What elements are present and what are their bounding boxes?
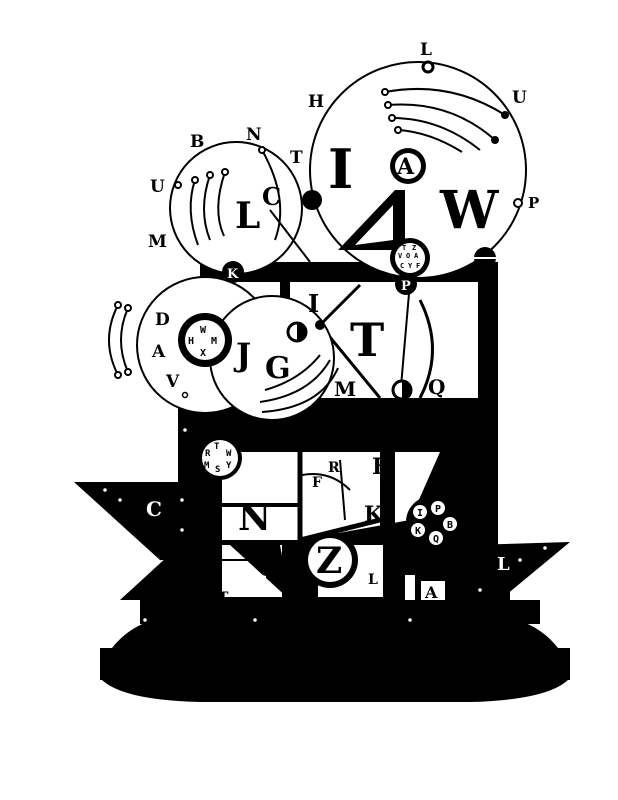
letter-t-top: T	[290, 148, 303, 168]
cluster-ipbkq-letters: I P B K Q	[411, 501, 457, 545]
letter-b: B	[190, 132, 204, 152]
badge-k	[222, 261, 244, 283]
letter-u-top: U	[512, 88, 527, 108]
letter-l-top: L	[420, 40, 432, 60]
letter-n-top: N	[246, 125, 262, 145]
letter-u-left: U	[150, 177, 165, 197]
letter-n-big: N	[238, 497, 271, 539]
letter-a-badge: A	[396, 154, 415, 180]
cluster-rtwmsy-r: R	[205, 449, 211, 459]
cluster-ipbkq-k: K	[415, 526, 421, 537]
letter-l-wing: L	[497, 554, 510, 575]
cluster-rtwmsy-s: S	[215, 465, 220, 475]
circuit-dots	[101, 391, 549, 624]
pedestal	[100, 600, 570, 702]
letter-a-left: A	[151, 342, 166, 362]
badge-p	[395, 273, 417, 295]
letter-r: R	[328, 460, 340, 476]
letter-w-big: W	[439, 180, 500, 241]
letter-k-badge: K	[227, 267, 239, 282]
letter-p-badge: P	[401, 279, 411, 294]
letter-v-left: V	[165, 372, 180, 392]
letter-q-frame: Q	[428, 375, 445, 399]
cluster-vac-t: T	[402, 244, 406, 252]
letter-h-top: H	[308, 92, 324, 112]
cluster-rtwmsy-t: T	[214, 442, 220, 452]
cluster-vac-y: Y	[408, 262, 413, 270]
letter-h-low: H	[372, 454, 393, 480]
cluster-hwmx-w: W	[200, 325, 207, 336]
letter-c-low: C	[253, 572, 267, 593]
letter-g-big: G	[265, 351, 291, 386]
cluster-vac-v: V	[398, 252, 403, 260]
cluster-vac-c: C	[400, 262, 404, 270]
cluster-rtwmsy-w: W	[226, 449, 232, 459]
letter-f: F	[312, 475, 322, 491]
cluster-hwmx-h: H	[188, 336, 194, 347]
cluster-vac-a: A	[414, 252, 419, 260]
letter-g-low: G	[268, 548, 283, 569]
letter-l-low: L	[368, 572, 378, 588]
letter-d: D	[155, 310, 170, 330]
cluster-vac-z: Z	[412, 244, 416, 252]
letter-a-low: A	[424, 583, 438, 602]
letter-m-frame: M	[334, 377, 356, 401]
letter-i-frame: I	[308, 289, 319, 318]
letter-c-mid: C	[262, 182, 281, 211]
cluster-ipbkq-b: B	[447, 520, 453, 531]
upper-left-circle	[169, 141, 311, 275]
cluster-rtwmsy-m: M	[204, 461, 210, 471]
letter-j-big: J	[233, 336, 251, 374]
cluster-ipbkq-i: I	[417, 508, 423, 519]
letter-i-big: I	[328, 137, 353, 201]
cluster-hwmx-x: X	[200, 348, 206, 359]
cluster-rtwmsy-y: Y	[226, 461, 232, 471]
letter-l-mid: L	[235, 195, 260, 237]
cluster-ipbkq-q: Q	[433, 534, 439, 545]
letter-c-wing: C	[146, 497, 162, 521]
cluster-vac-f: F	[416, 262, 420, 270]
cluster-vac-o: O	[406, 252, 410, 260]
letter-t-low: T	[218, 590, 229, 606]
letter-m-left: M	[148, 232, 167, 252]
left-wing	[74, 482, 195, 600]
letter-k-low: K	[364, 502, 384, 528]
letter-p-right: P	[528, 194, 539, 212]
letter-t-big: T	[350, 313, 384, 367]
cluster-hwmx-m: M	[211, 336, 217, 347]
letter-z-badge: Z	[316, 540, 342, 582]
cluster-ipbkq-p: P	[435, 504, 441, 515]
